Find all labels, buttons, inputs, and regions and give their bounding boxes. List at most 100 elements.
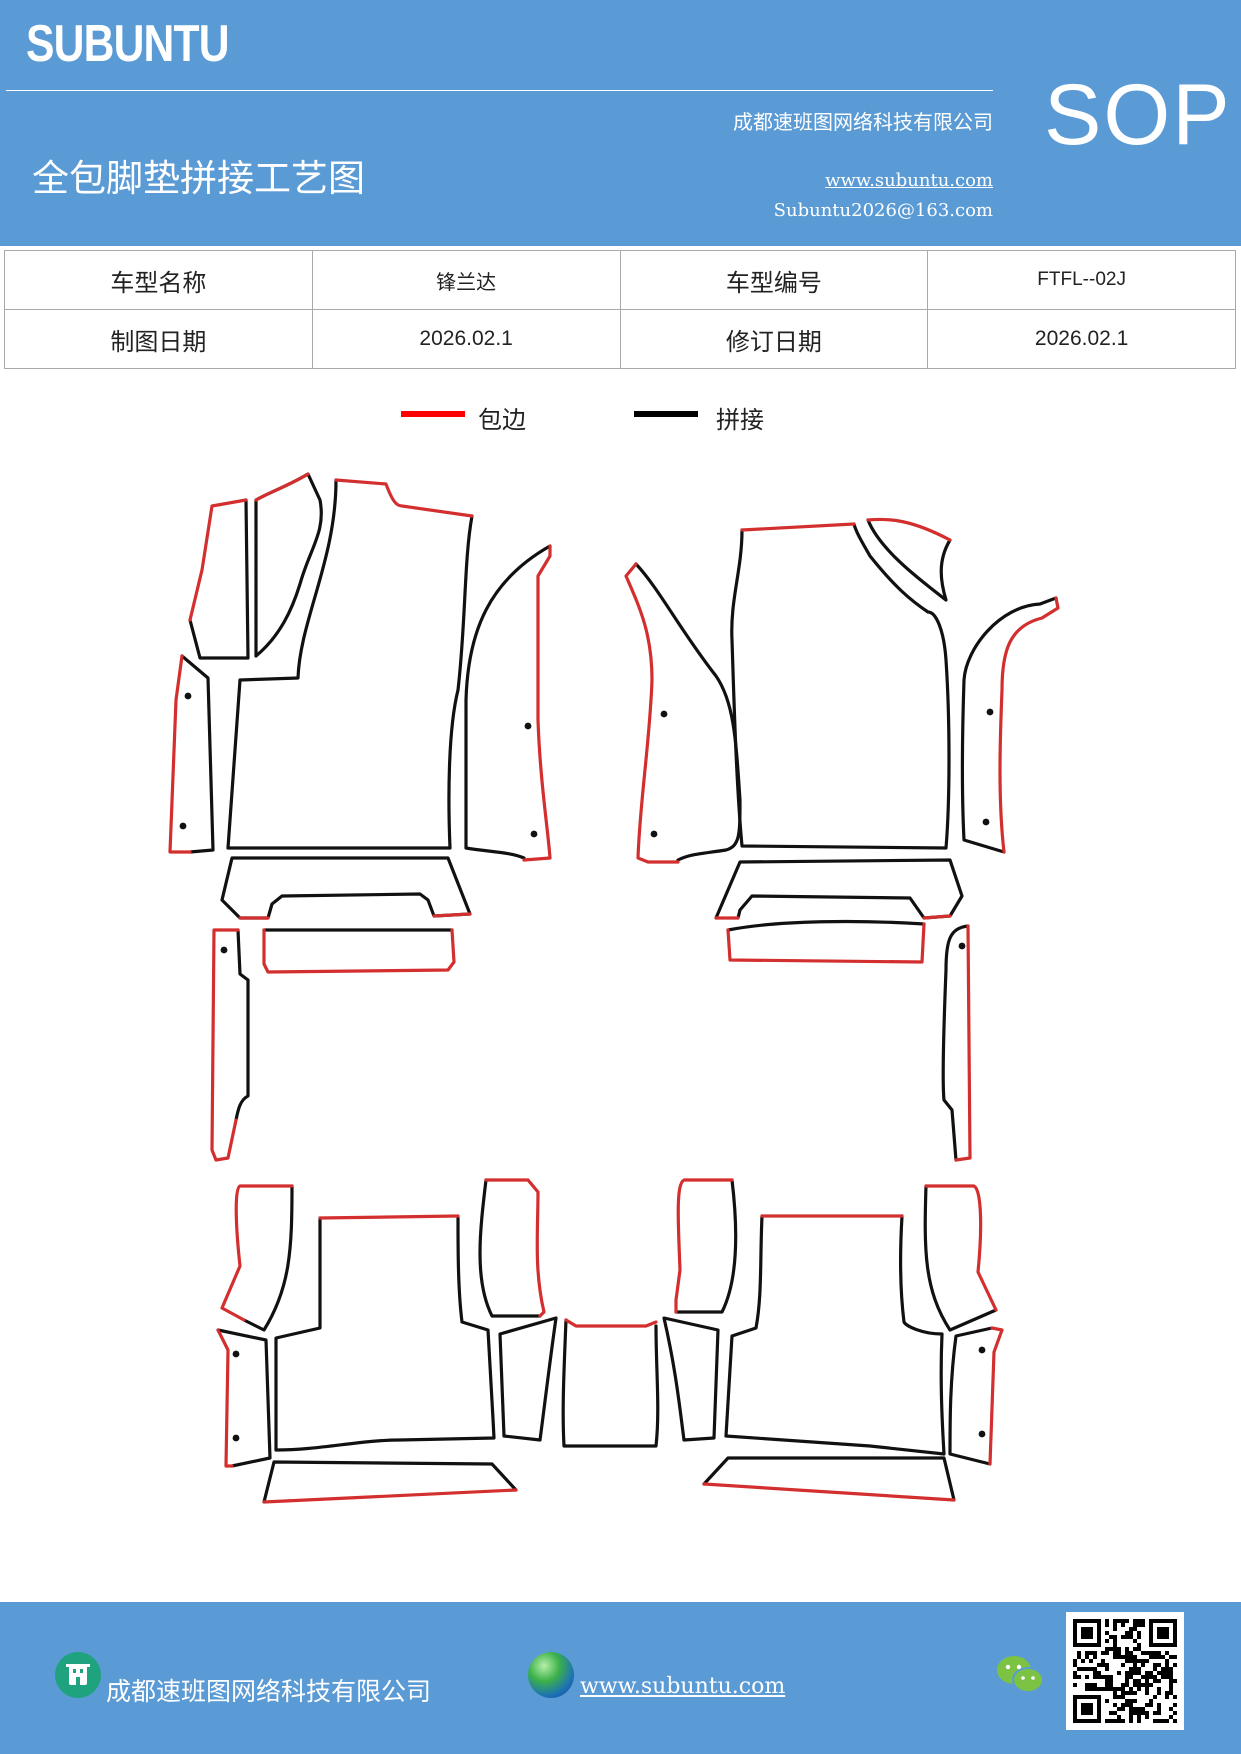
table-label-draw-date: 制图日期 <box>4 309 313 369</box>
mat-hole <box>650 830 658 838</box>
front-left-mat-group <box>168 472 552 1162</box>
mat-hole <box>184 692 192 700</box>
mat-piece <box>274 1216 496 1452</box>
qr-code <box>1066 1612 1184 1730</box>
mat-piece <box>714 858 964 920</box>
mat-piece <box>730 522 951 850</box>
header-website-link[interactable]: www.subuntu.com <box>825 170 993 191</box>
sop-badge: SOP <box>1044 67 1232 163</box>
mat-hole <box>179 822 187 830</box>
mat-edge-binding <box>866 517 952 542</box>
mat-piece <box>866 518 952 602</box>
mat-hole <box>978 1346 986 1354</box>
table-value-model-code: FTFL--02J <box>927 250 1236 310</box>
mat-edge-binding <box>988 1326 1004 1466</box>
building-icon <box>55 1652 101 1698</box>
table-label-model-code: 车型编号 <box>619 250 929 310</box>
footer-website-link[interactable]: www.subuntu.com <box>580 1674 786 1699</box>
mat-piece <box>254 472 323 658</box>
front-right-mat-group <box>624 517 1060 1162</box>
mat-piece <box>960 596 1058 854</box>
mat-piece <box>702 1456 956 1502</box>
mat-hole <box>530 830 538 838</box>
mat-piece <box>724 1214 946 1456</box>
brand-logo: SUBUNTU <box>26 15 230 73</box>
floor-mat-diagram <box>168 472 1060 1504</box>
legend-label-binding: 包边 <box>478 406 526 434</box>
mat-hole <box>986 708 994 716</box>
mat-edge-binding <box>216 1328 234 1468</box>
mat-piece <box>180 654 215 854</box>
header-email: Subuntu2026@163.com <box>773 200 993 221</box>
mat-piece <box>216 1328 272 1468</box>
mat-edge-binding <box>726 922 926 964</box>
table-value-revise-date: 2026.02.1 <box>927 309 1236 369</box>
mat-hole <box>978 1430 986 1438</box>
page-title: 全包脚垫拼接工艺图 <box>32 157 365 200</box>
legend-red-line <box>401 411 465 417</box>
mat-edge-binding <box>254 472 310 502</box>
mat-piece <box>662 1316 720 1442</box>
mat-edge-binding <box>924 1184 998 1312</box>
mat-piece <box>464 544 552 860</box>
globe-icon <box>528 1652 574 1698</box>
mat-edge-binding <box>238 912 472 920</box>
table-value-model-name: 锋兰达 <box>311 250 621 310</box>
mat-hole <box>958 942 966 950</box>
mat-piece <box>923 1184 998 1332</box>
mat-piece <box>948 1326 994 1466</box>
mat-edge-binding <box>674 1178 734 1314</box>
legend-label-seam: 拼接 <box>716 406 764 434</box>
mat-hole <box>982 818 990 826</box>
table-row: 制图日期 2026.02.1 修订日期 2026.02.1 <box>4 309 1236 369</box>
header-company-name: 成都速班图网络科技有限公司 <box>733 110 993 134</box>
rear-mat-group <box>216 1178 1004 1504</box>
mat-edge-binding <box>318 1214 460 1220</box>
mat-piece <box>478 1178 542 1318</box>
mat-hole <box>232 1350 240 1358</box>
mat-piece <box>188 498 250 660</box>
table-value-draw-date: 2026.02.1 <box>311 309 621 369</box>
mat-edge-binding <box>188 498 248 622</box>
mat-hole <box>660 710 668 718</box>
mat-edge-binding <box>624 562 680 864</box>
table-label-model-name: 车型名称 <box>4 250 313 310</box>
mat-edge-binding <box>714 914 952 920</box>
mat-edge-binding <box>262 1488 518 1504</box>
table-label-revise-date: 修订日期 <box>619 309 929 369</box>
footer-banner: 成都速班图网络科技有限公司 www.subuntu.com <box>0 1602 1241 1754</box>
mat-piece <box>498 1316 558 1442</box>
mat-piece <box>561 1318 660 1448</box>
mat-piece <box>674 1178 738 1314</box>
mat-edge-binding <box>522 544 552 862</box>
legend: 包边 拼接 <box>0 400 1241 440</box>
mat-hole <box>524 722 532 730</box>
mat-piece <box>242 1184 294 1332</box>
mat-piece <box>941 924 970 1162</box>
mat-edge-binding <box>262 928 456 974</box>
header-banner: SUBUNTU 成都速班图网络科技有限公司 全包脚垫拼接工艺图 www.subu… <box>0 0 1241 246</box>
mat-piece <box>726 919 926 932</box>
footer-company-name: 成都速班图网络科技有限公司 <box>106 1677 432 1706</box>
mat-hole <box>220 946 228 954</box>
mat-edge-binding <box>998 596 1060 854</box>
table-row: 车型名称 锋兰达 车型编号 FTFL--02J <box>4 250 1236 310</box>
legend-black-line <box>634 411 698 417</box>
mat-hole <box>232 1434 240 1442</box>
mat-piece <box>226 478 474 850</box>
mat-edge-binding <box>220 1184 294 1322</box>
mat-edge-binding <box>484 1178 546 1318</box>
mat-edge-binding <box>564 1318 658 1328</box>
mat-piece <box>220 856 472 920</box>
header-divider <box>6 90 993 91</box>
model-info-table: 车型名称 锋兰达 车型编号 FTFL--02J 制图日期 2026.02.1 修… <box>4 250 1236 369</box>
mat-edge-binding <box>702 1482 956 1502</box>
mat-piece <box>262 1460 518 1504</box>
mat-edge-binding <box>334 478 474 518</box>
mat-piece <box>234 928 250 1122</box>
wechat-icon[interactable] <box>996 1654 1044 1696</box>
mat-edge-binding <box>210 928 240 1162</box>
mat-edge-binding <box>954 924 972 1162</box>
mat-edge-binding <box>168 654 192 854</box>
mat-edge-binding <box>740 522 856 532</box>
